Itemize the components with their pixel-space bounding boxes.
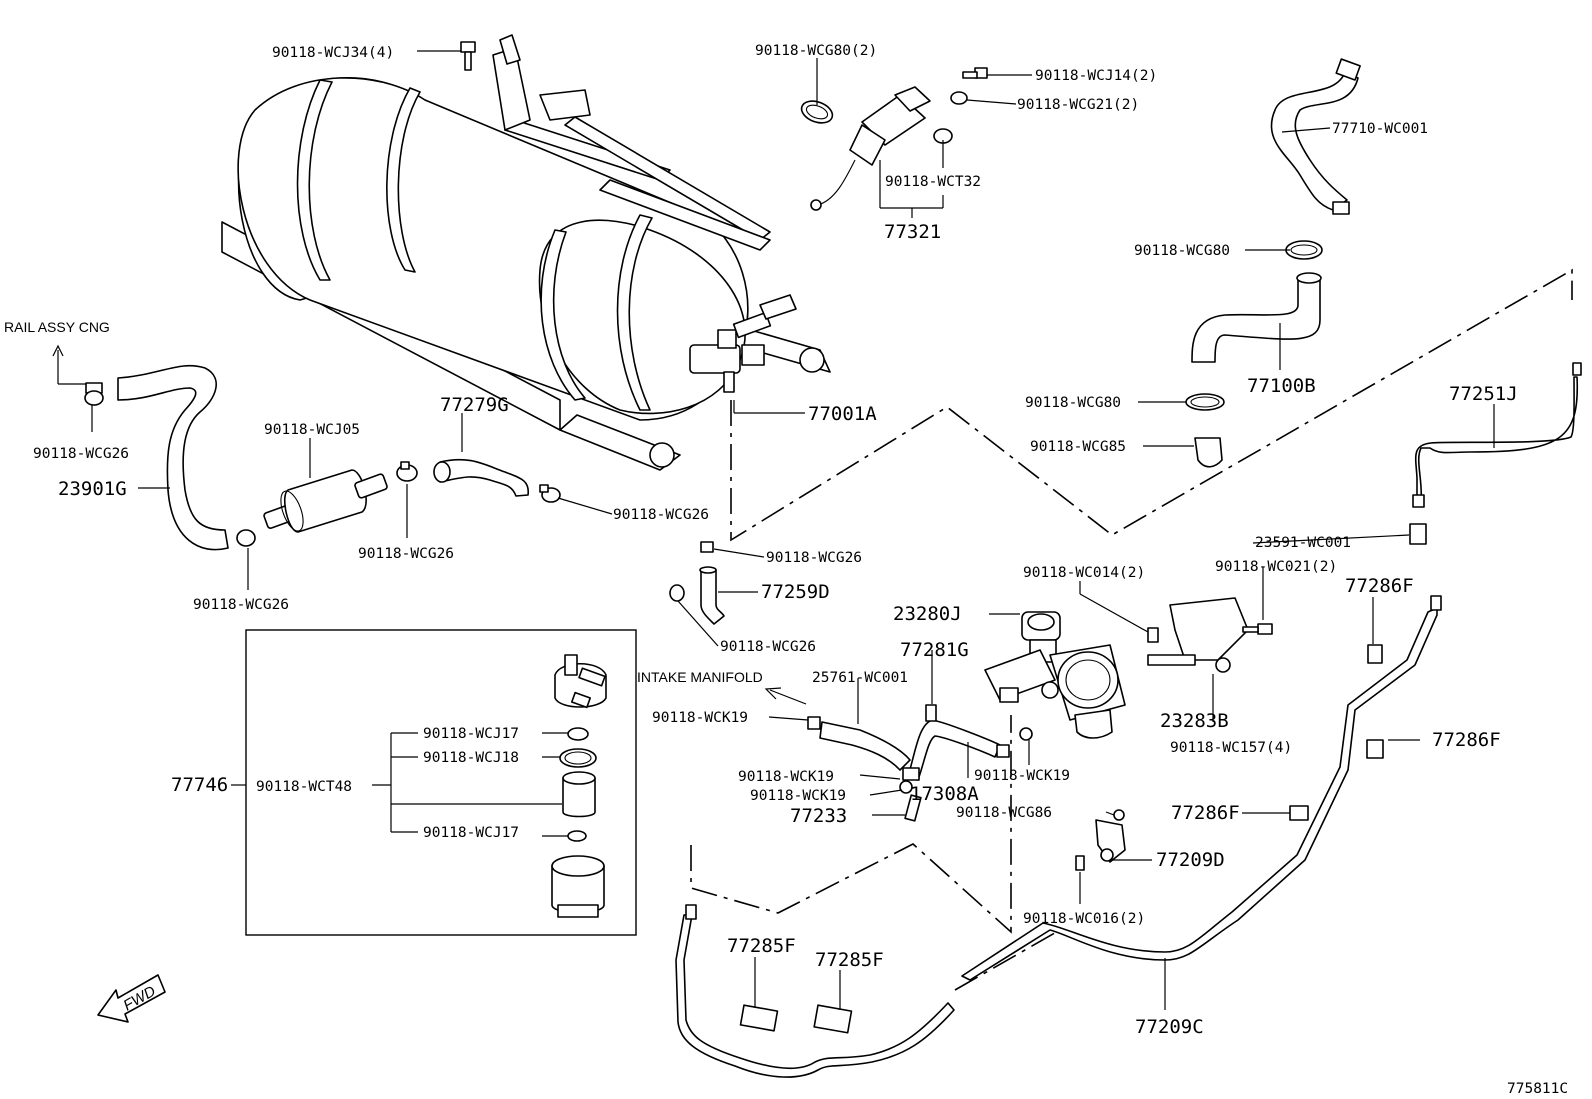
kit-box-77746 <box>245 629 637 936</box>
label-wcj18: 90118-WCJ18 <box>423 750 519 766</box>
label-wcg26-right: 90118-WCG26 <box>613 507 709 523</box>
label-77285f-a: 77285F <box>727 935 796 957</box>
drawing-id: 775811C <box>1507 1081 1568 1097</box>
hose-77710 <box>1270 58 1361 215</box>
rail-arrow-icon <box>52 344 64 384</box>
label-wcg80-b: 90118-WCG80 <box>1025 395 1121 411</box>
label-wck19-a: 90118-WCK19 <box>652 710 748 726</box>
label-17308a: 17308A <box>910 783 979 805</box>
label-wcg26-low: 90118-WCG26 <box>193 597 289 613</box>
label-wcg21: 90118-WCG21(2) <box>1017 97 1139 113</box>
label-wcg26-c: 90118-WCG26 <box>720 639 816 655</box>
label-wck19-b: 90118-WCK19 <box>974 768 1070 784</box>
label-77233: 77233 <box>790 805 847 827</box>
cng-tank-assembly <box>221 34 831 471</box>
bolt-wcj34 <box>460 41 476 71</box>
label-77251j: 77251J <box>1449 383 1518 405</box>
label-wcj17-b: 90118-WCJ17 <box>423 825 519 841</box>
label-wcg85: 90118-WCG85 <box>1030 439 1126 455</box>
clips-77285f <box>739 1004 853 1034</box>
label-wc021: 90118-WC021(2) <box>1215 559 1337 575</box>
bracket-23283b <box>1147 523 1427 673</box>
label-25761: 25761-WC001 <box>812 670 908 686</box>
valve-77209d <box>1075 809 1126 871</box>
label-wcg26-b: 90118-WCG26 <box>766 550 862 566</box>
label-wcj14: 90118-WCJ14(2) <box>1035 68 1157 84</box>
filter-wcj05 <box>263 469 388 533</box>
label-77746: 77746 <box>171 774 228 796</box>
fwd-arrow-icon: FWD <box>97 974 166 1023</box>
label-wcj34: 90118-WCJ34(4) <box>272 45 394 61</box>
phantom-lines <box>690 268 1573 991</box>
label-wck19-d: 90118-WCK19 <box>750 788 846 804</box>
label-wc016: 90118-WC016(2) <box>1023 911 1145 927</box>
label-23591: 23591-WC001 <box>1255 535 1351 551</box>
label-wc157: 90118-WC157(4) <box>1170 740 1292 756</box>
label-wck19-c: 90118-WCK19 <box>738 769 834 785</box>
sensor-77321 <box>800 67 988 211</box>
label-wc014: 90118-WC014(2) <box>1023 565 1145 581</box>
intake-manifold-label: INTAKE MANIFOLD <box>637 669 763 685</box>
pipe-77209c <box>675 595 1442 1078</box>
hose-77279g <box>396 458 561 503</box>
rail-assy-label: RAIL ASSY CNG <box>4 319 110 335</box>
label-wcg26-mid: 90118-WCG26 <box>358 546 454 562</box>
label-77001a: 77001A <box>808 403 877 425</box>
label-wcj17-a: 90118-WCJ17 <box>423 726 519 742</box>
leader-lines <box>58 50 1495 1010</box>
hose-23901g <box>84 364 256 551</box>
label-77259d: 77259D <box>761 581 830 603</box>
part-labels: RAIL ASSY CNG INTAKE MANIFOLD 775811C 90… <box>4 43 1568 1097</box>
label-23283b: 23283B <box>1160 710 1229 732</box>
elbow-77259d <box>669 541 725 625</box>
hose-77100b <box>1185 240 1323 468</box>
label-77321: 77321 <box>884 221 941 243</box>
label-77209d: 77209D <box>1156 849 1225 871</box>
label-77279g: 77279G <box>440 394 509 416</box>
line-77251j <box>1412 362 1582 508</box>
label-wcg86: 90118-WCG86 <box>956 805 1052 821</box>
label-77286f-b: 77286F <box>1432 729 1501 751</box>
label-wcg80-2: 90118-WCG80(2) <box>755 43 877 59</box>
label-77286f-a: 77286F <box>1345 575 1414 597</box>
label-77710: 77710-WC001 <box>1332 121 1428 137</box>
label-77285f-b: 77285F <box>815 949 884 971</box>
hose-25761 <box>807 704 1033 822</box>
label-77286f-c: 77286F <box>1171 802 1240 824</box>
label-23280j: 23280J <box>893 603 962 625</box>
label-wcg80-a: 90118-WCG80 <box>1134 243 1230 259</box>
label-77281g: 77281G <box>900 639 969 661</box>
label-wct32: 90118-WCT32 <box>885 174 981 190</box>
regulator-23280j <box>984 611 1126 739</box>
label-77100b: 77100B <box>1247 375 1316 397</box>
intake-arrow-icon <box>764 687 807 705</box>
label-wcj05: 90118-WCJ05 <box>264 422 360 438</box>
label-77209c: 77209C <box>1135 1016 1204 1038</box>
tank-valve <box>689 294 797 393</box>
label-23901g: 23901G <box>58 478 127 500</box>
label-wct48: 90118-WCT48 <box>256 779 352 795</box>
label-wcg26-rail: 90118-WCG26 <box>33 446 129 462</box>
